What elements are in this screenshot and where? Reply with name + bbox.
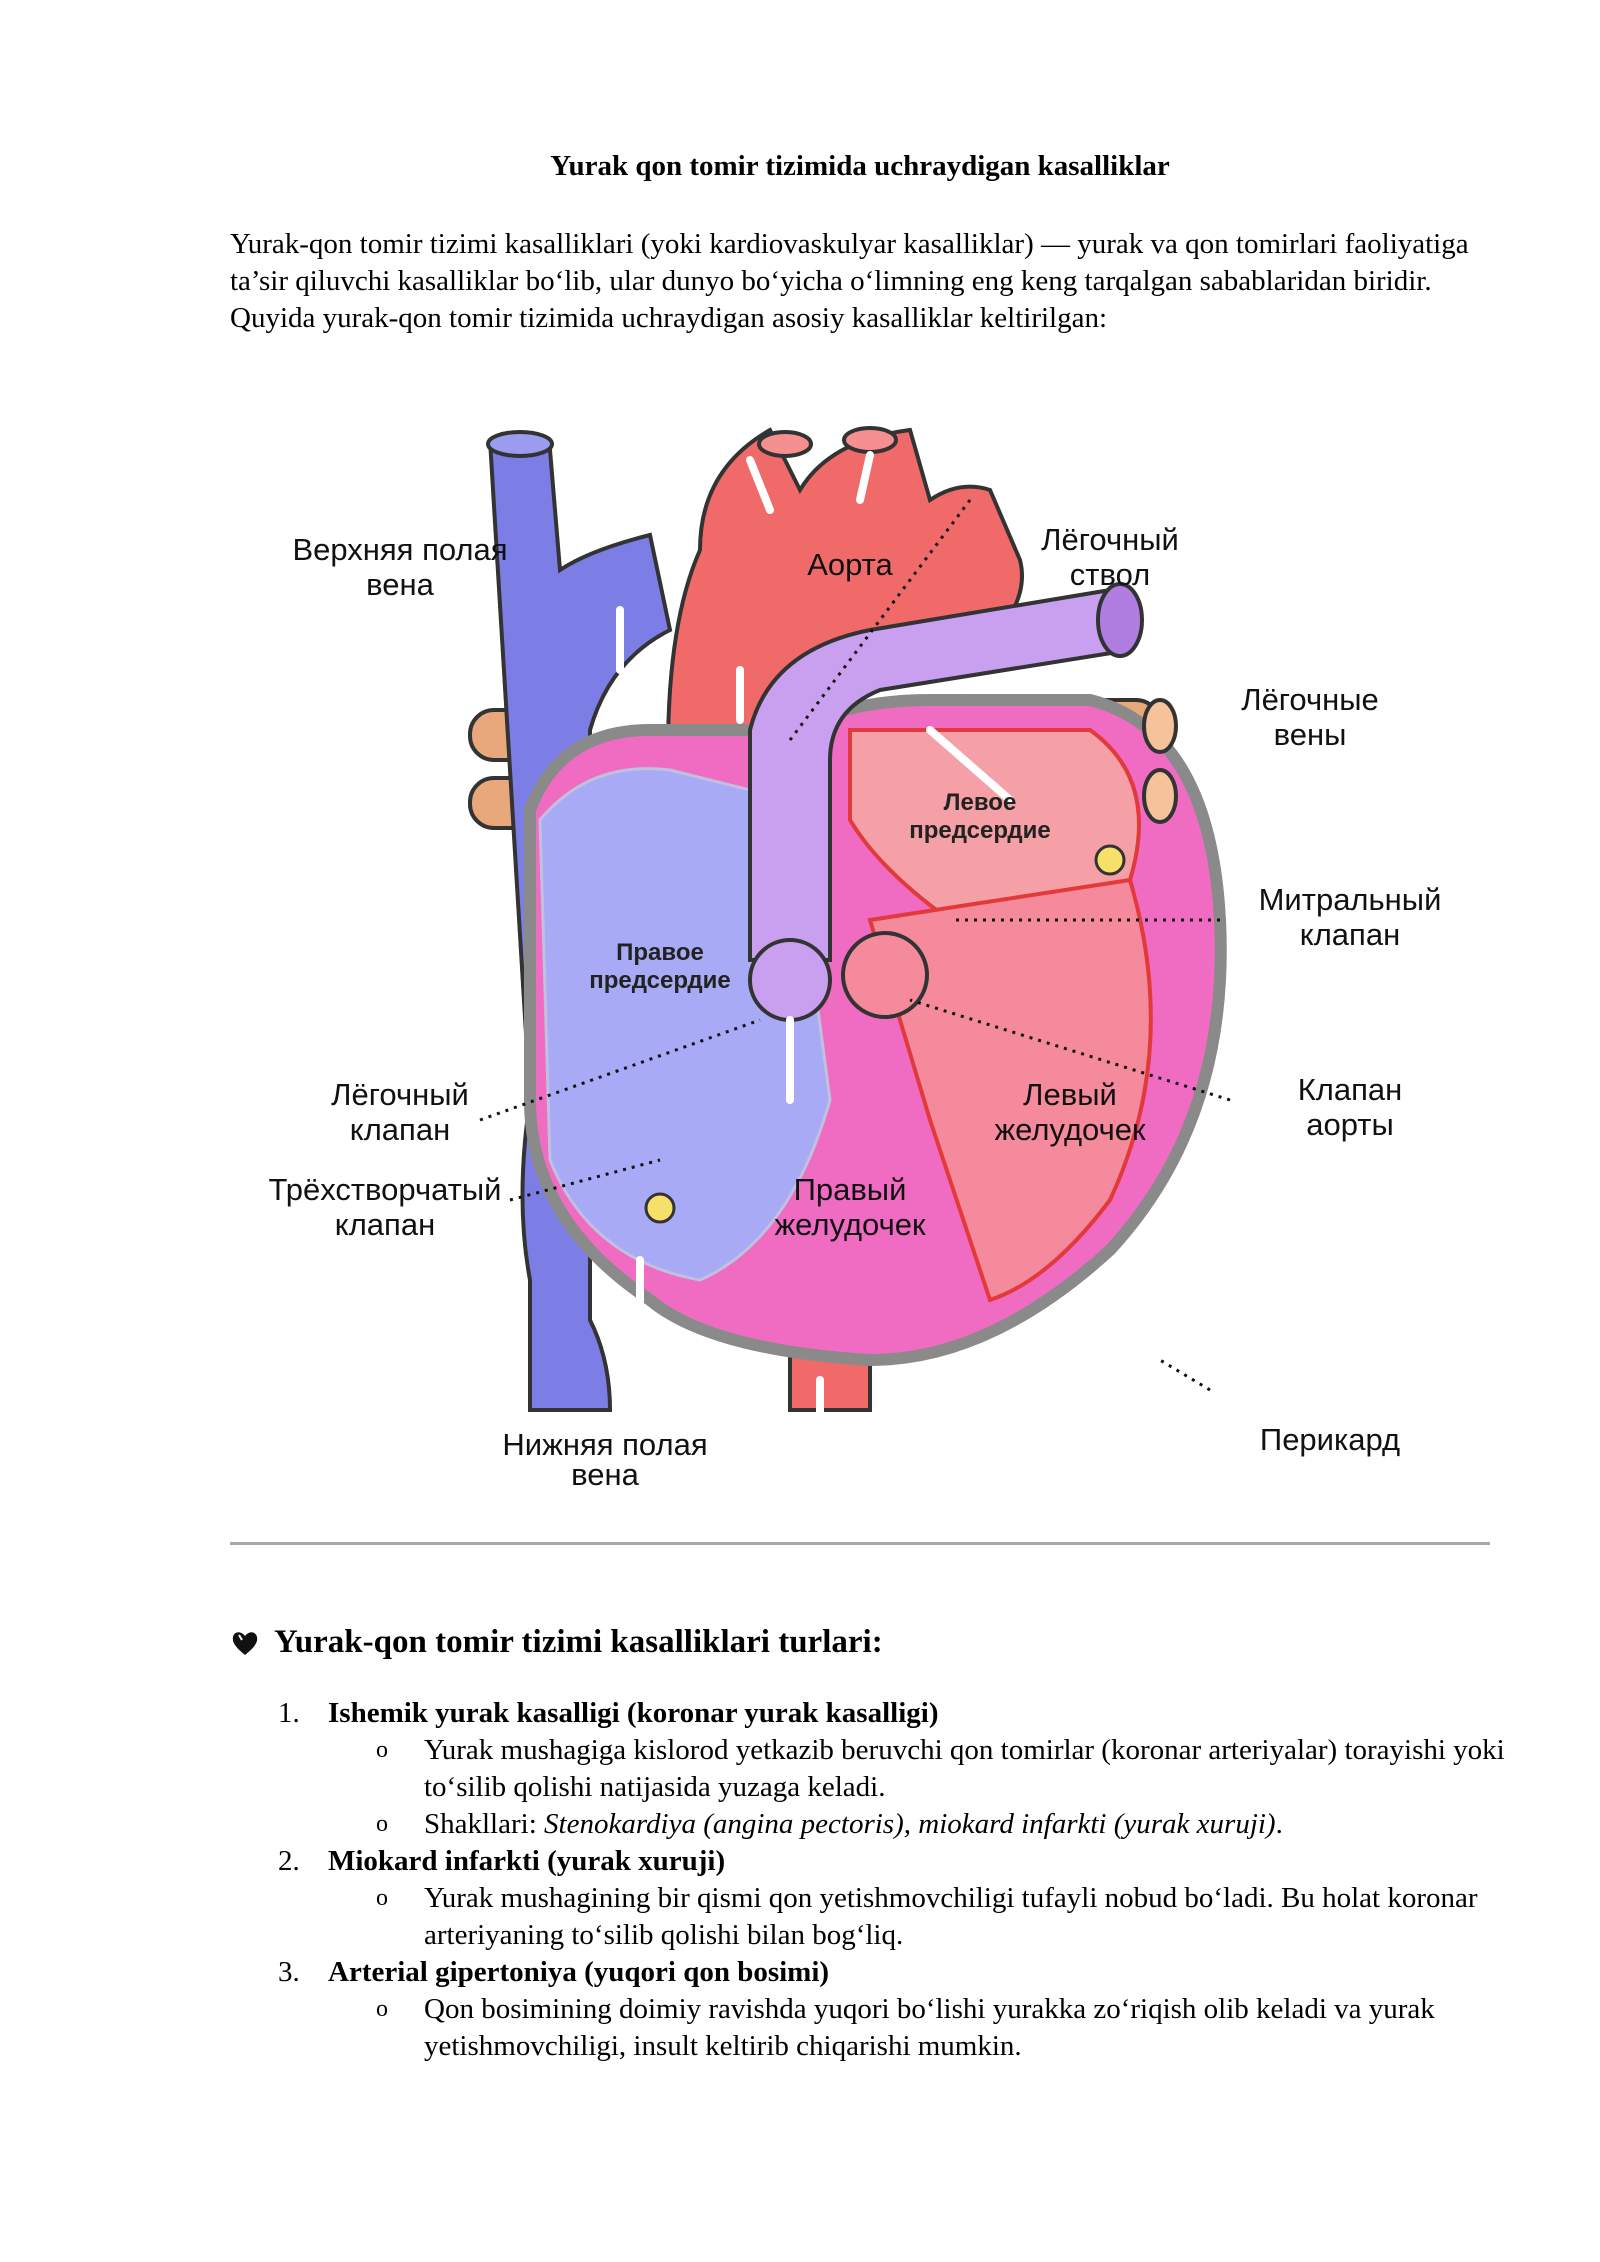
disease-point: o Shakllari: Stenokardiya (angina pectori… [230, 1806, 1510, 1843]
disease-number: 1. [278, 1697, 300, 1729]
disease-name: Ishemik yurak kasalligi (koronar yurak k… [328, 1697, 939, 1729]
point-prefix: Shakllari: [424, 1808, 545, 1840]
disease-point: o Yurak mushagining bir qismi qon yetishm… [230, 1880, 1510, 1954]
disease-point: o Yurak mushagiga kislorod yetkazib beruv… [230, 1732, 1510, 1806]
point-text: Yurak mushagining bir qismi qon yetishmo… [424, 1882, 1478, 1951]
section-heading-text: Yurak-qon tomir tizimi kasalliklari turl… [274, 1624, 883, 1660]
bullet-marker: o [376, 1885, 388, 1911]
bullet-marker: o [376, 1996, 388, 2022]
label-pericardium: Перикард [1260, 1422, 1400, 1457]
disease-number: 2. [278, 1845, 300, 1877]
disease-item: 3. Arterial gipertoniya (yuqori qon bosim… [230, 1954, 1510, 2065]
disease-name: Miokard infarkti (yurak xuruji) [328, 1845, 726, 1877]
pulmonary-trunk [748, 587, 1133, 962]
point-text: Qon bosimining doimiy ravishda yuqori bo… [424, 1993, 1435, 2062]
disease-item: 1. Ishemik yurak kasalligi (koronar yurak… [230, 1695, 1510, 1843]
diseases-section: Yurak-qon tomir tizimi kasalliklari turl… [230, 1624, 1510, 2065]
disease-point: o Qon bosimining doimiy ravishda yuqori b… [230, 1991, 1510, 2065]
disease-number: 3. [278, 1956, 300, 1988]
point-italic: Stenokardiya (angina pectoris), miokard … [544, 1808, 1276, 1840]
intro-paragraph: Yurak-qon tomir tizimi kasalliklari (yok… [230, 228, 1469, 334]
disease-list: 1. Ishemik yurak kasalligi (koronar yurak… [230, 1695, 1510, 2065]
disease-item: 2. Miokard infarkti (yurak xuruji) o Yurak … [230, 1843, 1510, 1954]
bullet-marker: o [376, 1737, 388, 1763]
left-ventricle-shape [867, 877, 1153, 1303]
point-text: Yurak mushagiga kislorod yetkazib beruvc… [424, 1734, 1505, 1803]
valves [644, 844, 1126, 1224]
bullet-marker: o [376, 1811, 388, 1837]
label-aorta: Аорта [807, 547, 893, 582]
point-suffix: . [1275, 1808, 1283, 1840]
disease-name: Arterial gipertoniya (yuqori qon bosimi) [328, 1956, 830, 1988]
section-heading: Yurak-qon tomir tizimi kasalliklari turl… [230, 1624, 1510, 1661]
heart-icon [232, 1631, 258, 1655]
section-divider [230, 1542, 1490, 1545]
page-title: Yurak qon tomir tizimida uchraydigan kas… [550, 150, 1170, 182]
